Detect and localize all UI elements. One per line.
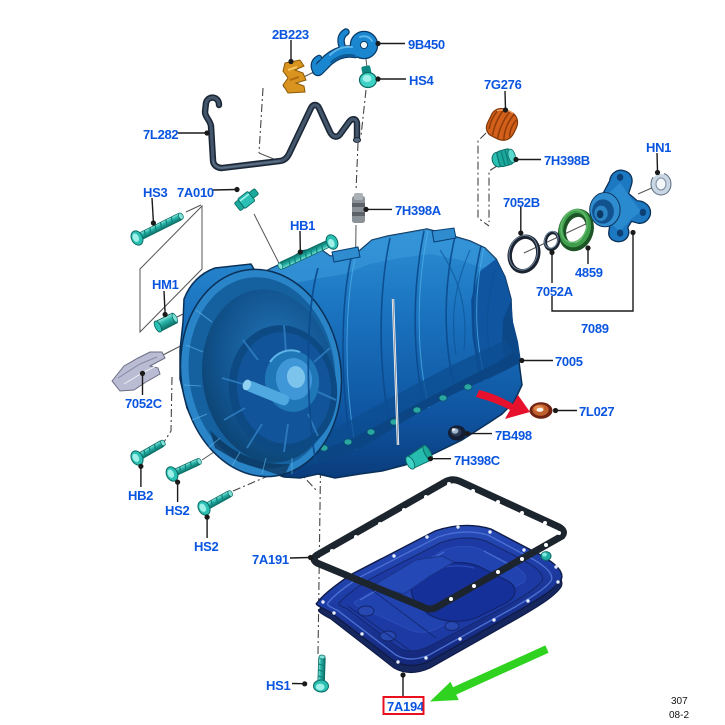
svg-text:HS2: HS2 — [165, 503, 189, 518]
svg-text:7052A: 7052A — [536, 284, 574, 299]
svg-text:HS4: HS4 — [409, 73, 434, 88]
svg-text:7H398A: 7H398A — [395, 203, 442, 218]
svg-text:HB2: HB2 — [128, 488, 153, 503]
svg-text:4859: 4859 — [575, 265, 603, 280]
svg-text:HS3: HS3 — [143, 185, 167, 200]
svg-text:7H398C: 7H398C — [454, 453, 501, 468]
svg-text:307: 307 — [671, 696, 688, 707]
svg-text:7005: 7005 — [555, 354, 583, 369]
svg-text:HM1: HM1 — [152, 277, 179, 292]
svg-text:7052C: 7052C — [125, 396, 163, 411]
svg-text:7L282: 7L282 — [143, 127, 178, 142]
svg-text:HN1: HN1 — [646, 140, 671, 155]
svg-text:7A191: 7A191 — [252, 552, 289, 567]
svg-text:HS1: HS1 — [266, 678, 290, 693]
svg-text:7052B: 7052B — [503, 195, 540, 210]
svg-text:7L027: 7L027 — [579, 404, 614, 419]
svg-text:7G276: 7G276 — [484, 77, 522, 92]
svg-text:2B223: 2B223 — [272, 27, 309, 42]
svg-text:7089: 7089 — [581, 321, 609, 336]
svg-text:08-2: 08-2 — [669, 710, 689, 721]
svg-text:7A194: 7A194 — [387, 699, 425, 714]
svg-text:7H398B: 7H398B — [544, 153, 590, 168]
svg-text:9B450: 9B450 — [408, 37, 445, 52]
svg-text:HS2: HS2 — [194, 539, 218, 554]
svg-text:HB1: HB1 — [290, 218, 315, 233]
svg-text:7A010: 7A010 — [177, 185, 214, 200]
svg-text:7B498: 7B498 — [495, 428, 532, 443]
